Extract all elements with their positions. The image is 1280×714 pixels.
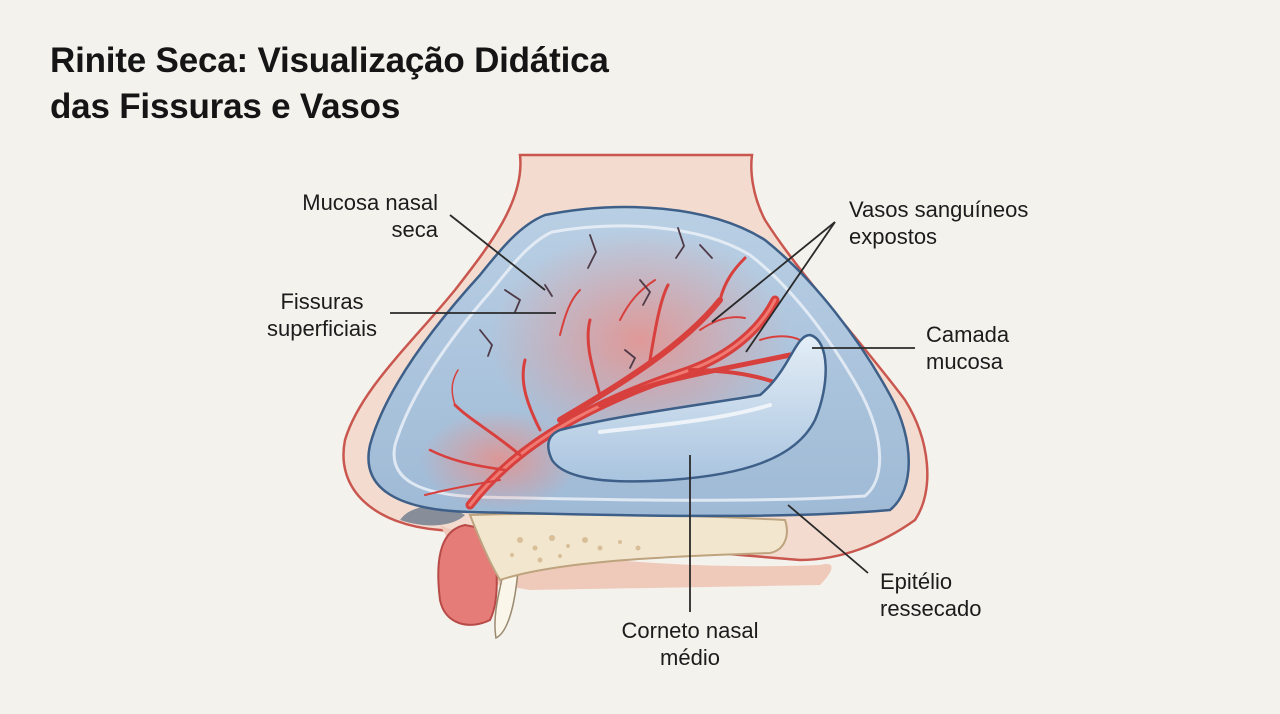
inner-mucosa-border <box>392 224 882 502</box>
lower-skin-band <box>440 525 832 590</box>
blood-vessels <box>424 256 802 510</box>
mucosal-fissures <box>479 227 713 369</box>
label-epitelio-ressecado: Epitélio ressecado <box>880 569 982 621</box>
turbinate-highlight <box>598 403 772 434</box>
label-camada-mucosa: Camada mucosa <box>926 322 1010 374</box>
bone-texture-dots <box>510 535 641 563</box>
label-mucosa-nasal-seca: Mucosa nasal seca <box>302 190 438 242</box>
incisor-tip <box>494 563 519 640</box>
label-vasos-sanguineos-expostos: Vasos sanguíneos expostos <box>849 197 1029 249</box>
label-corneto-nasal-medio: Corneto nasal médio <box>621 618 759 670</box>
label-fissuras-superficiais: Fissuras superficiais <box>266 289 378 341</box>
inflamed-area <box>490 230 790 450</box>
title-line-1: Rinite Seca: Visualização Didática <box>50 41 609 80</box>
page-title: Rinite Seca: Visualização Didática das F… <box>50 38 750 130</box>
middle-turbinate <box>547 333 827 483</box>
title-line-2: das Fissuras e Vasos <box>50 87 401 126</box>
leader-lines <box>390 214 915 612</box>
